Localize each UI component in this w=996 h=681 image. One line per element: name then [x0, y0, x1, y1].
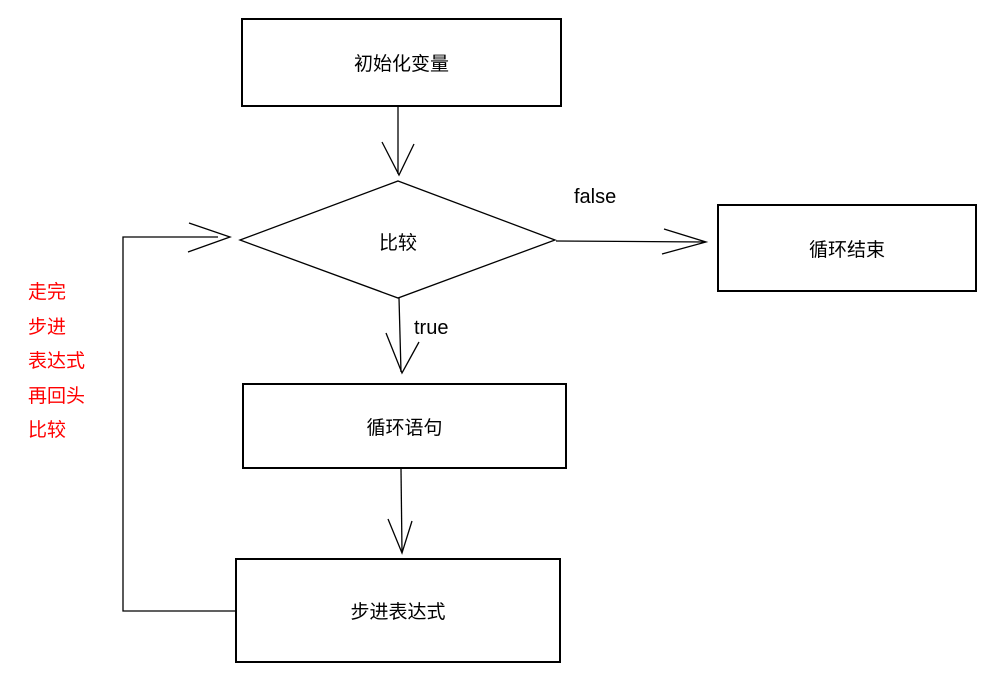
arrowhead-down-icon	[387, 518, 413, 555]
edge-compare-to-loop-end	[555, 228, 709, 255]
edge-init-to-compare	[381, 107, 415, 177]
edge-compare-to-loop-body	[385, 297, 420, 375]
node-step-expression-label: 步进表达式	[350, 602, 446, 623]
edge-loop-body-to-step-expr	[387, 468, 413, 555]
annotation-line: 走完	[28, 282, 67, 303]
arrowhead-down-icon	[385, 332, 420, 375]
edge-step-expr-back-to-compare	[122, 222, 235, 612]
node-step-expression: 步进表达式	[235, 558, 561, 663]
true-branch-label: true	[414, 317, 449, 339]
arrowhead-right-icon	[187, 222, 232, 253]
annotation-line: 表达式	[28, 351, 86, 372]
annotation-line: 再回头	[28, 385, 86, 407]
decision-diamond-shape	[238, 180, 557, 299]
arrowhead-right-icon	[661, 228, 709, 255]
node-loop-statement: 循环语句	[242, 383, 567, 469]
arrowhead-down-icon	[381, 141, 415, 177]
node-loop-end-label: 循环结束	[808, 239, 885, 261]
false-branch-label: false	[574, 186, 617, 208]
node-compare-label: 比较	[378, 233, 417, 254]
node-initialize-variables-label: 初始化变量	[353, 54, 449, 75]
annotation-line: 比较	[28, 420, 67, 441]
node-loop-end: 循环结束	[717, 204, 977, 292]
annotation-line: 步进	[28, 316, 67, 338]
node-loop-statement-label: 循环语句	[366, 417, 443, 439]
loop-annotation: 走完 步进 表达式 再回头 比较	[28, 276, 85, 449]
node-initialize-variables: 初始化变量	[241, 18, 562, 107]
